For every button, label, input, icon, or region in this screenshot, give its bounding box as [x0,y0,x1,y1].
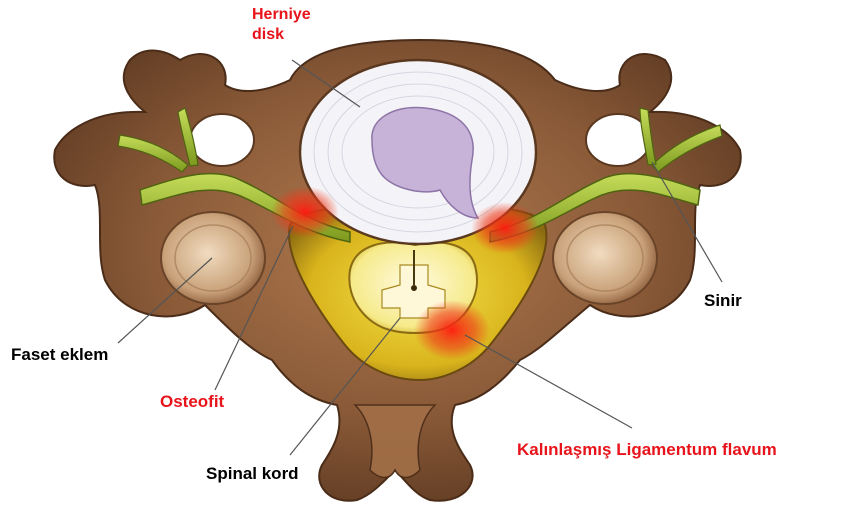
facet-joint-label: Faset eklem [11,345,108,365]
osteophyte-label: Osteofit [160,392,224,412]
thickened-ligamentum-flavum-label: Kalınlaşmış Ligamentum flavum [517,440,777,460]
spinal-cord-label: Spinal kord [206,464,299,484]
thickened-ligamentum-flavum-area [414,300,490,360]
herniated-disc-label-line2: disk [252,25,311,45]
facet-joint-right [553,212,657,304]
herniated-disc-label: Herniye disk [252,5,311,45]
herniated-disc-label-line1: Herniye [252,5,311,25]
nerve-label: Sinir [704,291,742,311]
